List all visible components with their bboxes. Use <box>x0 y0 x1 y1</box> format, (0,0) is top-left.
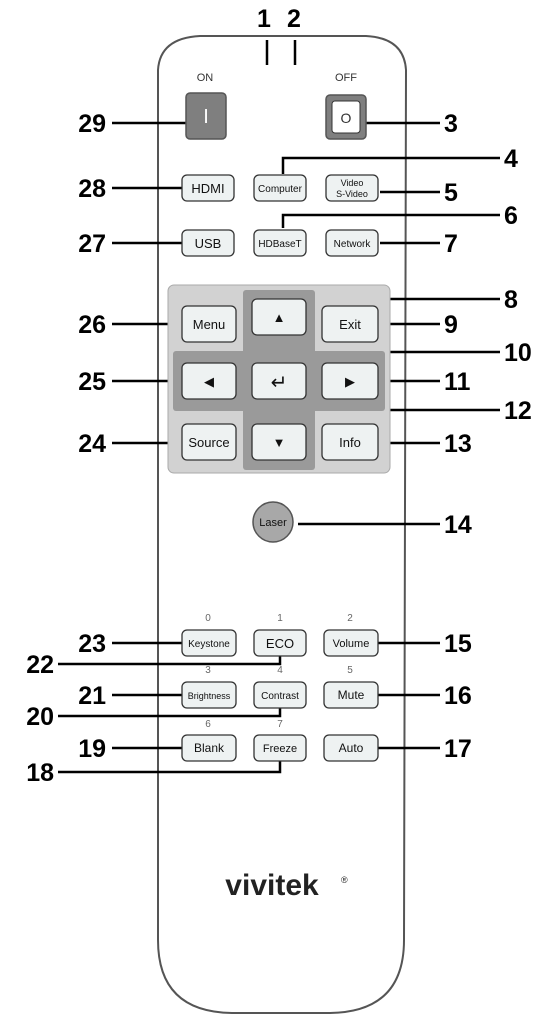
up-button[interactable]: ▲ <box>251 298 307 336</box>
callout-25: 25 <box>78 368 106 396</box>
left-arrow-icon: ◀ <box>204 374 214 389</box>
callout-24: 24 <box>78 430 106 458</box>
off-button[interactable]: O <box>325 94 367 140</box>
menu-button-label: Menu <box>193 317 226 332</box>
hdbaset-button[interactable]: HDBaseT <box>253 229 307 257</box>
video-button-label-line1: Video <box>341 178 364 188</box>
video-button-label-line2: S-Video <box>336 189 368 199</box>
callout-9: 9 <box>444 311 458 339</box>
digit-labels: 0 1 2 3 4 5 6 7 <box>205 613 353 730</box>
exit-button[interactable]: Exit <box>321 305 379 343</box>
digit-6-label: 6 <box>205 719 211 730</box>
up-arrow-icon: ▲ <box>273 310 286 325</box>
digit-3-label: 3 <box>205 665 211 676</box>
down-button[interactable]: ▼ <box>251 423 307 461</box>
contrast-button-label: Contrast <box>261 691 299 702</box>
keystone-button-label: Keystone <box>188 639 230 650</box>
eco-button-label: ECO <box>266 636 294 651</box>
computer-button-label: Computer <box>258 184 303 195</box>
exit-button-label: Exit <box>339 317 361 332</box>
hdbaset-button-label: HDBaseT <box>258 239 301 250</box>
hdmi-button[interactable]: HDMI <box>181 174 235 202</box>
keystone-button[interactable]: Keystone <box>181 629 237 657</box>
callout-16: 16 <box>444 682 472 710</box>
freeze-button[interactable]: Freeze <box>253 734 307 762</box>
computer-button[interactable]: Computer <box>253 174 307 202</box>
source-button[interactable]: Source <box>181 423 237 461</box>
callout-20: 20 <box>26 703 54 731</box>
down-arrow-icon: ▼ <box>273 435 286 450</box>
video-button[interactable]: Video S-Video <box>325 174 379 202</box>
callout-22: 22 <box>26 651 54 679</box>
auto-button-label: Auto <box>339 741 364 755</box>
network-button[interactable]: Network <box>325 229 379 257</box>
callout-23: 23 <box>78 630 106 658</box>
off-label: OFF <box>335 72 357 84</box>
callout-12: 12 <box>504 397 532 425</box>
info-button[interactable]: Info <box>321 423 379 461</box>
callout-11: 11 <box>444 368 471 396</box>
callout-10: 10 <box>504 339 532 367</box>
laser-button[interactable]: Laser <box>252 501 294 543</box>
callout-8: 8 <box>504 286 518 314</box>
on-button-symbol: I <box>203 106 209 128</box>
callout-27: 27 <box>78 230 106 258</box>
auto-button[interactable]: Auto <box>323 734 379 762</box>
callout-7: 7 <box>444 230 458 258</box>
digit-5-label: 5 <box>347 665 353 676</box>
callout-numbers: 1 2 3 4 5 6 7 8 9 10 11 12 13 14 15 16 1… <box>26 5 532 787</box>
info-button-label: Info <box>339 435 361 450</box>
freeze-button-label: Freeze <box>263 743 297 755</box>
laser-button-label: Laser <box>259 517 287 529</box>
callout-6: 6 <box>504 202 518 230</box>
right-button[interactable]: ▶ <box>321 362 379 400</box>
right-arrow-icon: ▶ <box>345 374 355 389</box>
digit-2-label: 2 <box>347 613 353 624</box>
blank-button-label: Blank <box>194 741 225 755</box>
callout-18: 18 <box>26 759 54 787</box>
brand-logo: vivitek <box>225 869 319 902</box>
callout-1: 1 <box>257 5 271 33</box>
callout-13: 13 <box>444 430 472 458</box>
callout-3: 3 <box>444 110 458 138</box>
eco-button[interactable]: ECO <box>253 629 307 657</box>
callout-4: 4 <box>504 145 518 173</box>
network-button-label: Network <box>334 239 372 250</box>
callout-5: 5 <box>444 179 458 207</box>
source-button-label: Source <box>188 435 229 450</box>
off-button-symbol: O <box>341 110 352 126</box>
contrast-button[interactable]: Contrast <box>253 681 307 709</box>
digit-4-label: 4 <box>277 665 283 676</box>
enter-icon: ↵ <box>271 372 288 394</box>
mute-button[interactable]: Mute <box>323 681 379 709</box>
callout-2: 2 <box>287 5 301 33</box>
usb-button[interactable]: USB <box>181 229 235 257</box>
callout-15: 15 <box>444 630 472 658</box>
enter-button[interactable]: ↵ <box>251 362 307 400</box>
volume-button-label: Volume <box>333 638 370 650</box>
volume-button[interactable]: Volume <box>323 629 379 657</box>
callout-28: 28 <box>78 175 106 203</box>
hdmi-button-label: HDMI <box>191 181 224 196</box>
registered-mark: ® <box>341 875 348 885</box>
brightness-button[interactable]: Brightness <box>181 681 237 709</box>
mute-button-label: Mute <box>338 688 365 702</box>
brightness-button-label: Brightness <box>188 691 231 701</box>
left-button[interactable]: ◀ <box>181 362 237 400</box>
callout-19: 19 <box>78 735 106 763</box>
usb-button-label: USB <box>195 236 222 251</box>
menu-button[interactable]: Menu <box>181 305 237 343</box>
callout-17: 17 <box>444 735 472 763</box>
digit-7-label: 7 <box>277 719 283 730</box>
callout-26: 26 <box>78 311 106 339</box>
callout-29: 29 <box>78 110 106 138</box>
digit-1-label: 1 <box>277 613 283 624</box>
callout-21: 21 <box>78 682 106 710</box>
blank-button[interactable]: Blank <box>181 734 237 762</box>
callout-14: 14 <box>444 511 472 539</box>
digit-0-label: 0 <box>205 613 211 624</box>
on-button[interactable]: I <box>185 92 227 140</box>
on-label: ON <box>197 72 214 84</box>
